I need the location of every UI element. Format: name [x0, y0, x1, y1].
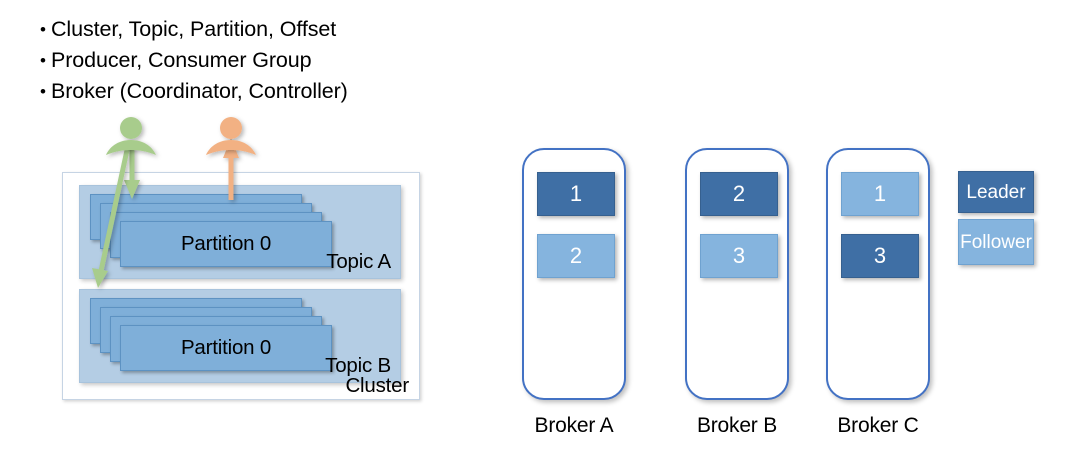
replica-id: 2: [732, 181, 746, 206]
producer-person-icon: [106, 117, 156, 155]
replica-id: 3: [873, 243, 887, 268]
partition-label: Partition 0: [180, 336, 272, 359]
bullet-text: Cluster, Topic, Partition, Offset: [51, 17, 337, 41]
list-item: • Broker (Coordinator, Controller): [40, 76, 560, 107]
broker-container-b[interactable]: 2 3: [685, 148, 789, 400]
topic-box-a: Partition 0 Topic A: [79, 185, 401, 279]
replica-id: 1: [873, 181, 887, 206]
broker-container-c[interactable]: 1 3: [826, 148, 930, 400]
legend-follower-swatch: Follower: [958, 219, 1034, 265]
broker-label-b: Broker B: [696, 414, 778, 437]
cluster-label: Cluster: [345, 374, 409, 397]
partition-stack-a: Partition 0: [90, 194, 340, 272]
consumer-person-icon: [206, 117, 256, 155]
bullet-marker-icon: •: [40, 51, 46, 70]
partition-card-front: Partition 0: [120, 325, 332, 371]
broker-label-c: Broker C: [837, 414, 919, 437]
bullet-text: Producer, Consumer Group: [51, 48, 312, 72]
bullet-marker-icon: •: [40, 82, 46, 101]
legend-follower-label: Follower: [960, 231, 1032, 253]
list-item: • Cluster, Topic, Partition, Offset: [40, 14, 560, 45]
bullet-marker-icon: •: [40, 20, 46, 39]
replica-box[interactable]: 1: [537, 172, 615, 216]
cluster-container: Partition 0 Topic A Partition 0 Topic B …: [62, 172, 420, 400]
replica-id: 2: [569, 243, 583, 268]
replica-box[interactable]: 2: [537, 234, 615, 278]
broker-label-a: Broker A: [534, 414, 614, 437]
legend-leader-swatch: Leader: [958, 171, 1034, 213]
replica-box[interactable]: 3: [841, 234, 919, 278]
replica-id: 1: [569, 181, 583, 206]
broker-container-a[interactable]: 1 2: [522, 148, 626, 400]
list-item: • Producer, Consumer Group: [40, 45, 560, 76]
partition-stack-b: Partition 0: [90, 298, 340, 376]
topic-label: Topic A: [326, 250, 391, 273]
topic-box-b: Partition 0 Topic B: [79, 289, 401, 383]
replica-box[interactable]: 2: [700, 172, 778, 216]
replica-box[interactable]: 1: [841, 172, 919, 216]
bullet-list: • Cluster, Topic, Partition, Offset • Pr…: [40, 14, 560, 107]
legend-leader-label: Leader: [966, 181, 1026, 203]
partition-label: Partition 0: [180, 232, 272, 255]
partition-card-front: Partition 0: [120, 221, 332, 267]
replica-id: 3: [732, 243, 746, 268]
replica-box[interactable]: 3: [700, 234, 778, 278]
bullet-text: Broker (Coordinator, Controller): [51, 79, 348, 103]
topic-label: Topic B: [325, 354, 391, 377]
